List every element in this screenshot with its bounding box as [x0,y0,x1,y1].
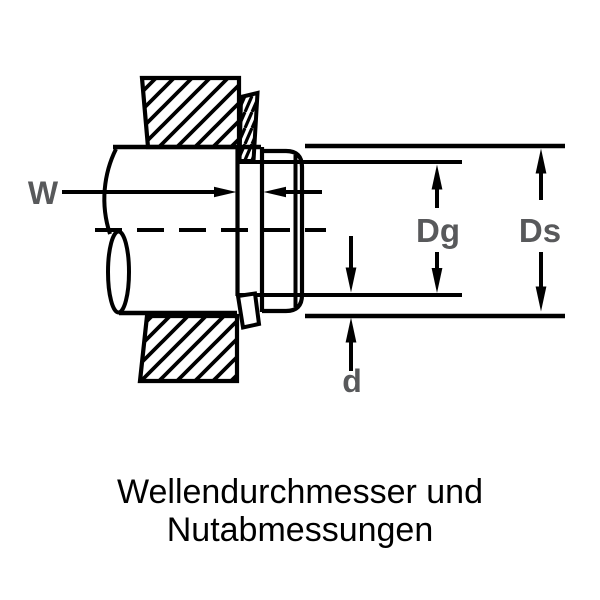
arrowhead-down [345,267,357,293]
shaft-end-break-arc [102,148,118,235]
arrowhead-right [214,186,237,198]
label-groove-width: W [28,175,59,211]
shaft-diameter-extension-lines [305,143,565,319]
arrowhead-up [535,148,547,174]
shaft-end-collar [262,148,305,314]
dimension-groove-depth: d [342,236,362,399]
arrowhead-down [431,268,443,293]
caption: Wellendurchmesser und Nutabmessungen [0,473,600,549]
label-shaft-diameter: Ds [519,212,561,249]
housing-lower-section [137,313,240,384]
groove-diameter-extension-lines [237,160,462,297]
label-groove-depth: d [342,363,362,399]
dimension-groove-diameter: Dg [416,164,460,293]
housing-upper-section [139,75,242,150]
shaft [102,148,237,316]
arrowhead-up [431,164,443,190]
shaft-end-ellipse [106,229,131,315]
caption-line-1: Wellendurchmesser und [117,473,483,511]
dimension-groove-width: W [28,175,322,211]
dimension-shaft-diameter: Ds [519,148,561,312]
caption-line-2: Nutabmessungen [166,511,434,549]
retaining-ring-lower-section [235,291,262,330]
label-groove-diameter: Dg [416,212,460,249]
arrowhead-down [535,286,547,312]
retaining-ring-upper-section [237,90,260,163]
arrowhead-left [263,186,286,198]
groove-edges [235,147,265,312]
arrowhead-up [345,317,357,343]
